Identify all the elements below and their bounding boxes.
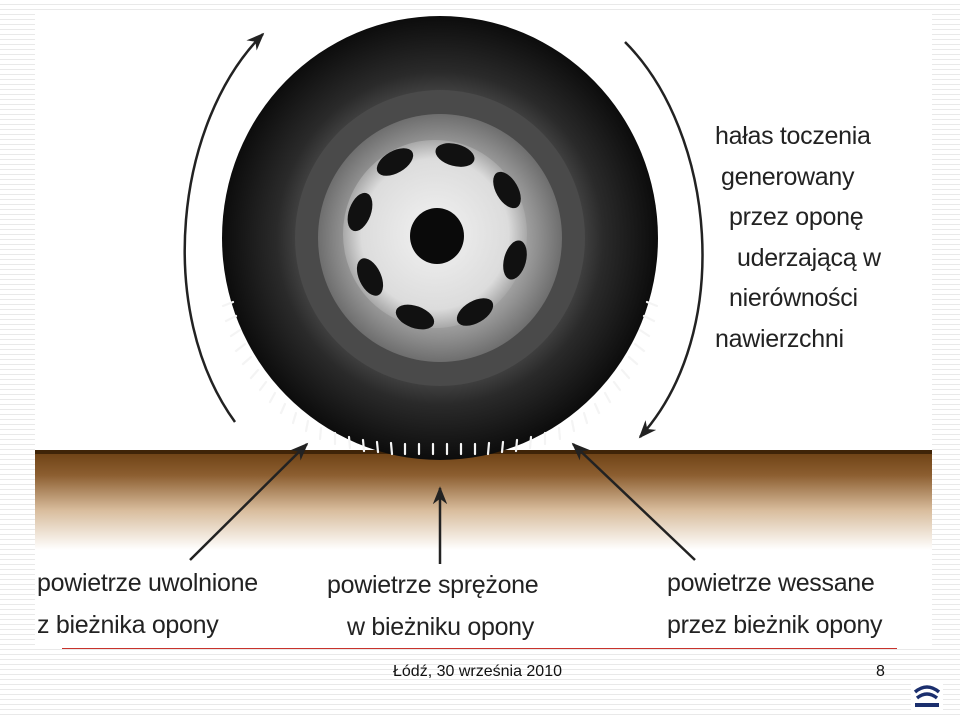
label-line: generowany [715, 157, 881, 198]
label-line: powietrze sprężone [327, 564, 538, 606]
label-air-compressed: powietrze sprężone w bieżniku opony [327, 564, 538, 647]
page-number: 8 [876, 663, 885, 681]
label-line: powietrze uwolnione [37, 562, 258, 604]
label-line: nawierzchni [715, 319, 881, 360]
tire-noise-diagram: hałas toczenia generowany przez oponę ud… [35, 12, 932, 647]
tire [222, 16, 658, 460]
label-rolling-noise: hałas toczenia generowany przez oponę ud… [715, 116, 881, 359]
label-line: w bieżniku opony [327, 606, 538, 647]
university-logo-icon [911, 682, 943, 710]
label-line: przez oponę [715, 197, 881, 238]
label-air-released: powietrze uwolnione z bieżnika opony [37, 562, 258, 646]
label-line: z bieżnika opony [37, 604, 258, 646]
footer-divider [62, 648, 897, 649]
label-line: hałas toczenia [715, 116, 881, 157]
road-surface [35, 450, 932, 550]
footer-date: Łódź, 30 września 2010 [393, 663, 562, 681]
label-line: uderzającą w [715, 238, 881, 279]
label-line: przez bieżnik opony [667, 604, 882, 646]
label-line: nierówności [715, 278, 881, 319]
label-air-sucked: powietrze wessane przez bieżnik opony [667, 562, 882, 646]
label-line: powietrze wessane [667, 562, 882, 604]
hub-center [410, 208, 464, 264]
